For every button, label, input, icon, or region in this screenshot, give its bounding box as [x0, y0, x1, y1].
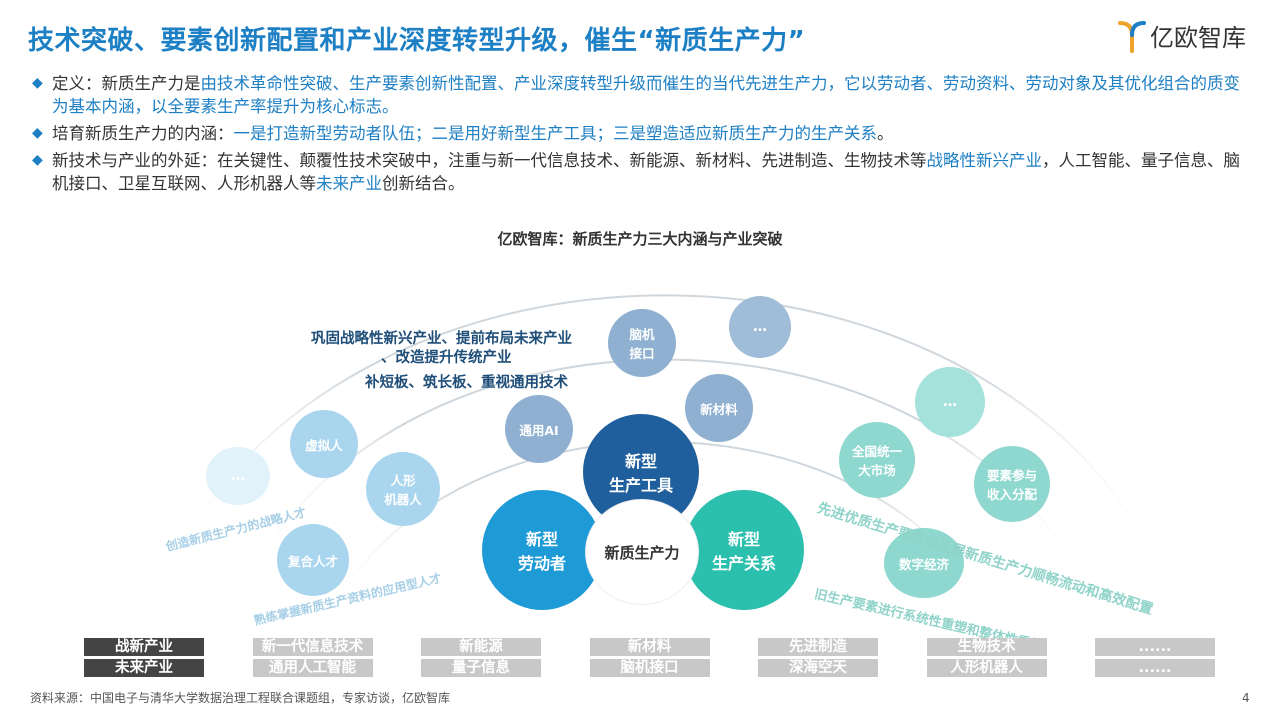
- tag-item: 新一代信息技术: [252, 638, 373, 656]
- logo-mark-icon: [1118, 20, 1146, 53]
- logo-text: 亿欧智库: [1150, 24, 1246, 52]
- circle-virtual-human: 虚拟人: [290, 410, 358, 478]
- circle-income-distribution: 要素参与 收入分配: [974, 446, 1050, 522]
- tag-row-future: 未来产业 通用人工智能 量子信息 脑机接口 深海空天 人形机器人 ......: [84, 659, 1264, 677]
- tag-item: 先进制造: [758, 638, 878, 656]
- tag-item: 量子信息: [421, 659, 541, 677]
- bullet-text: 培育新质生产力的内涵：: [52, 124, 234, 143]
- bullet-extension: ◆ 新技术与产业的外延：在关键性、颠覆性技术突破中，注重与新一代信息技术、新能源…: [28, 149, 1254, 195]
- diamond-bullet-icon: ◆: [32, 152, 43, 168]
- diagram-title: 亿欧智库：新质生产力三大内涵与产业突破: [497, 230, 783, 248]
- source-note: 资料来源：中国电子与清华大学数据治理工程联合课题组，专家访谈，亿欧智库: [30, 691, 451, 705]
- center-circle: 新质生产力: [586, 500, 698, 604]
- circle-talent-more: …: [206, 447, 270, 505]
- tag-item-more: ......: [1095, 659, 1215, 677]
- industry-text-1: 巩固战略性新兴产业、提前布局未来产业: [311, 331, 572, 347]
- bullet-definition: ◆ 定义：新质生产力是由技术革命性突破、生产要素创新性配置、产业深度转型升级而催…: [28, 72, 1254, 118]
- bullet-text: ，人工智能、量子信息、脑机接口、卫星互联网、人形机器人等: [52, 151, 1240, 193]
- diamond-bullet-icon: ◆: [32, 75, 43, 91]
- circle-new-materials: 新材料: [685, 374, 753, 442]
- bullet-highlight: 战略性新兴产业: [926, 151, 1043, 170]
- circle-tech-more: …: [729, 296, 791, 358]
- bullet-highlight: 未来产业: [316, 174, 382, 193]
- page-title: 技术突破、要素创新配置和产业深度转型升级，催生“新质生产力”: [28, 26, 806, 56]
- industry-text-3: 补短板、筑长板、重视通用技术: [365, 375, 568, 391]
- tag-row-emerging: 战新产业 新一代信息技术 新能源 新材料 先进制造 生物技术 ......: [84, 638, 1264, 656]
- circle-brain-computer-interface: 脑机 接口: [608, 309, 676, 377]
- tag-item: 新能源: [421, 638, 541, 656]
- bullet-list: ◆ 定义：新质生产力是由技术革命性突破、生产要素创新性配置、产业深度转型升级而催…: [28, 72, 1254, 199]
- tag-item: 生物技术: [926, 638, 1047, 656]
- tag-item: 通用人工智能: [252, 659, 373, 677]
- brand-logo: 亿欧智库: [1118, 18, 1246, 53]
- tag-item-more: ......: [1095, 638, 1215, 656]
- tag-item: 人形机器人: [926, 659, 1047, 677]
- circle-unified-market: 全国统一 大市场: [839, 422, 915, 498]
- bullet-highlight: 由技术革命性突破、生产要素创新性配置、产业深度转型升级而催生的当代先进生产力，它…: [52, 74, 1240, 116]
- bullet-text: 新技术与产业的外延：在关键性、颠覆性技术突破中，注重与新一代信息技术、新能源、新…: [52, 151, 927, 170]
- tag-emerging-industries: 战新产业: [84, 638, 204, 656]
- tag-item: 深海空天: [758, 659, 878, 677]
- bullet-highlight: 一是打造新型劳动者队伍；二是用好新型生产工具；三是塑造适应新质生产力的生产关系: [233, 124, 878, 143]
- tag-item: 脑机接口: [589, 659, 710, 677]
- circle-relation-more: …: [915, 367, 985, 437]
- tag-future-industries: 未来产业: [84, 659, 204, 677]
- core-circle-relations: 新型 生产关系: [684, 490, 804, 610]
- bullet-text: 创新结合。: [382, 174, 465, 193]
- bullet-connotation: ◆ 培育新质生产力的内涵：一是打造新型劳动者队伍；二是用好新型生产工具；三是塑造…: [28, 122, 1254, 145]
- bullet-text: 定义：新质生产力是: [52, 74, 201, 93]
- core-circle-workers: 新型 劳动者: [482, 490, 602, 610]
- circle-humanoid-robot: 人形 机器人: [366, 452, 440, 526]
- page-number: 4: [1242, 691, 1250, 705]
- bullet-text: 。: [877, 124, 894, 143]
- industry-text-2: 、改造提升传统产业: [381, 350, 512, 366]
- circle-general-ai: 通用AI: [505, 395, 573, 463]
- circle-digital-economy: 数字经济: [884, 528, 964, 598]
- diamond-bullet-icon: ◆: [32, 125, 43, 141]
- tag-item: 新材料: [589, 638, 710, 656]
- circle-composite-talent: 复合人才: [277, 524, 349, 596]
